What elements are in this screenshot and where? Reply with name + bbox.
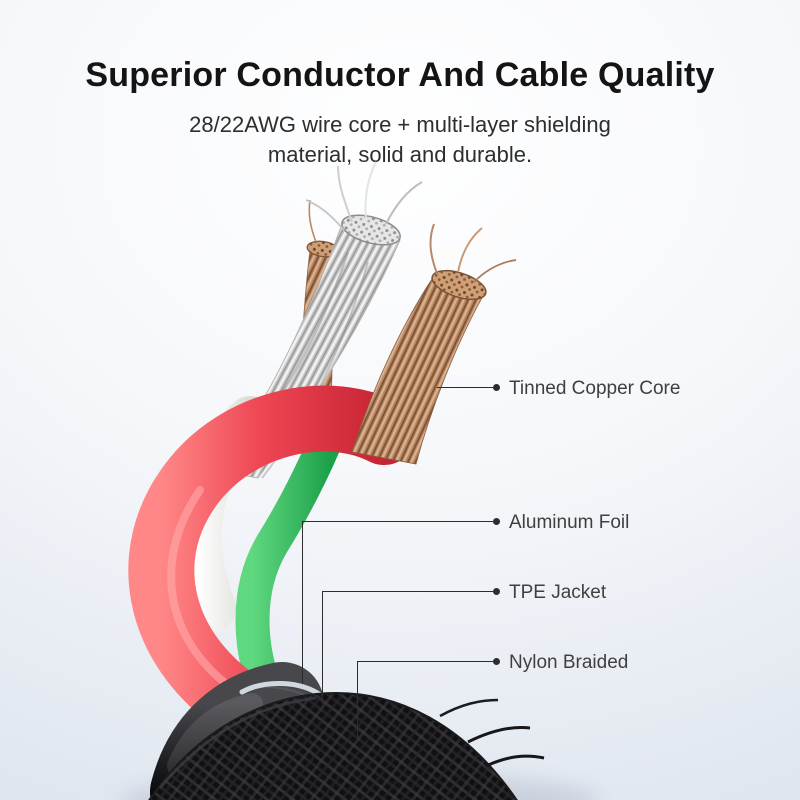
callout-line xyxy=(357,661,493,662)
subtitle-line-2: material, solid and durable. xyxy=(267,142,533,167)
callout-line xyxy=(302,521,303,684)
callout-label: Aluminum Foil xyxy=(509,512,630,533)
callout-line xyxy=(322,591,493,592)
callout-dot xyxy=(493,384,500,391)
callout-line xyxy=(302,521,493,522)
subtitle-line-1: 28/22AWG wire core + multi-layer shieldi… xyxy=(189,112,611,137)
callout-label: Tinned Copper Core xyxy=(509,378,681,399)
callout-dot xyxy=(493,658,500,665)
green-wire xyxy=(235,413,347,721)
page-title: Superior Conductor And Cable Quality xyxy=(85,56,715,94)
callout-line xyxy=(322,591,323,704)
callout-label: Nylon Braided xyxy=(509,652,629,673)
aluminum-foil-ring xyxy=(239,681,325,699)
callout-label: TPE Jacket xyxy=(509,582,607,603)
red-wire xyxy=(128,385,417,745)
callout-dot xyxy=(493,588,500,595)
tinned-copper-bundle-front xyxy=(351,223,517,465)
nylon-braid xyxy=(148,692,545,800)
callout-dot xyxy=(493,518,500,525)
callout-line xyxy=(357,661,358,737)
callout-line xyxy=(437,387,493,388)
